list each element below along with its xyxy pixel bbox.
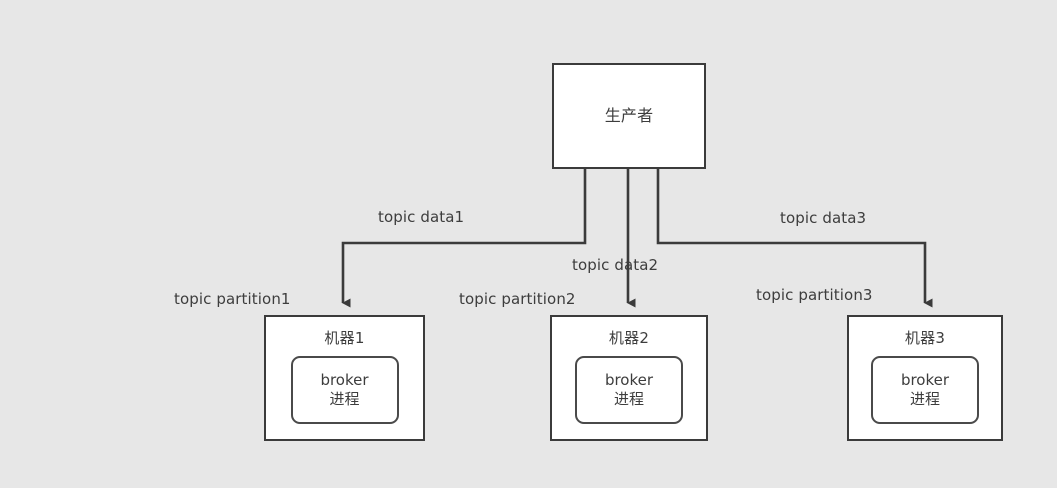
edge-label-topic-partition2: topic partition2 <box>459 290 576 308</box>
machine-title-3: 机器3 <box>904 329 946 347</box>
edge-label-topic-partition3: topic partition3 <box>756 286 873 304</box>
broker-label-1: broker <box>320 370 369 389</box>
broker-label-3: broker <box>900 370 950 389</box>
machine-node-2[interactable]: 机器2 broker 进程 <box>550 315 708 441</box>
machine-node-3[interactable]: 机器3 broker 进程 <box>847 315 1003 441</box>
edge-label-topic-partition1: topic partition1 <box>174 290 291 308</box>
producer-node[interactable]: 生产者 <box>552 63 706 169</box>
broker-process-box-3[interactable]: broker 进程 <box>871 356 979 424</box>
process-label-1: 进程 <box>329 390 360 408</box>
edge-producer-to-machine1 <box>341 169 587 308</box>
machine-node-1[interactable]: 机器1 broker 进程 <box>264 315 425 441</box>
producer-label: 生产者 <box>604 106 654 125</box>
broker-process-box-2[interactable]: broker 进程 <box>575 356 683 424</box>
machine-title-2: 机器2 <box>608 329 650 347</box>
machine-title-1: 机器1 <box>324 329 365 347</box>
edge-label-topic-data2: topic data2 <box>572 256 659 274</box>
edge-label-topic-data3: topic data3 <box>780 209 867 227</box>
edge-label-topic-data1: topic data1 <box>378 208 465 226</box>
edge-producer-to-machine3 <box>656 169 933 308</box>
broker-process-box-1[interactable]: broker 进程 <box>290 356 399 424</box>
broker-label-2: broker <box>604 370 654 389</box>
process-label-2: 进程 <box>613 390 644 408</box>
process-label-3: 进程 <box>909 390 940 408</box>
